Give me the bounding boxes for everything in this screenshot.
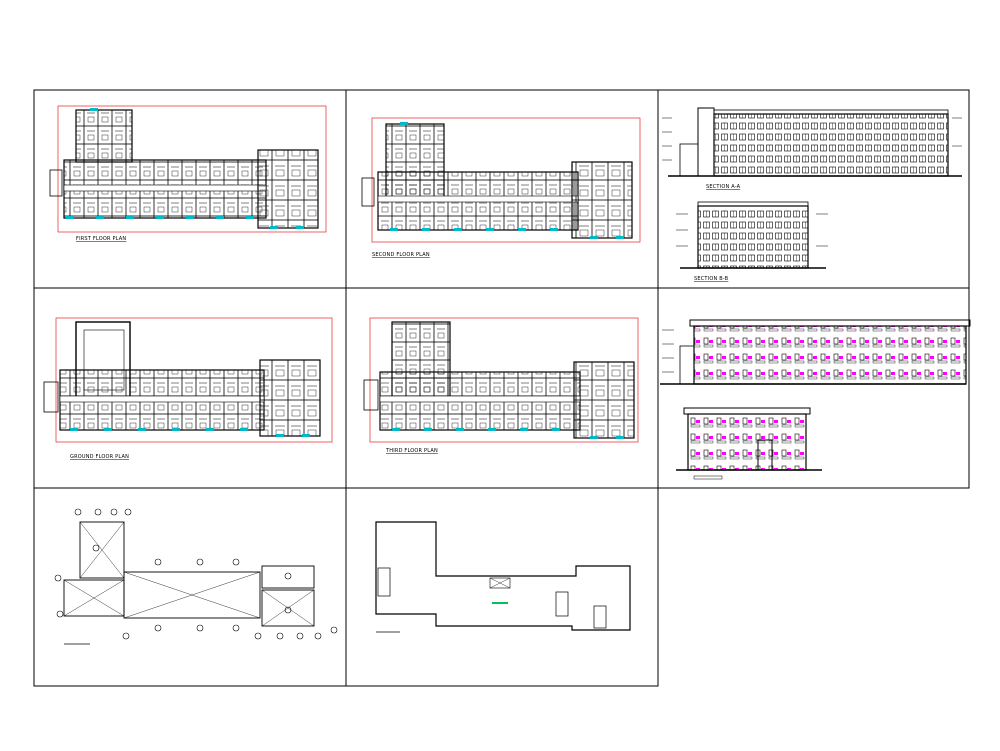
- first-floor-plan: FIRST FLOOR PLAN: [49, 105, 327, 242]
- second-floor-plan-label: SECOND FLOOR PLAN: [372, 252, 430, 258]
- front-elevation: [660, 319, 971, 385]
- roof-plan: [375, 521, 631, 633]
- section-b-elevation: SECTION B-B: [676, 201, 828, 282]
- section-a-elevation: SECTION A-A: [662, 107, 962, 190]
- ground-floor-plan: GROUND FLOOR PLAN: [43, 317, 333, 460]
- third-floor-plan-label: THIRD FLOOR PLAN: [385, 448, 438, 454]
- side-elevation: [676, 407, 822, 480]
- first-floor-plan-label: FIRST FLOOR PLAN: [76, 236, 126, 242]
- column-layout-plan: [54, 508, 338, 645]
- third-floor-plan: THIRD FLOOR PLAN: [363, 317, 639, 454]
- panel-grid: [33, 89, 970, 687]
- second-floor-plan: SECOND FLOOR PLAN: [361, 117, 641, 258]
- ground-floor-plan-label: GROUND FLOOR PLAN: [70, 454, 129, 460]
- section-a-label: SECTION A-A: [706, 184, 741, 190]
- section-b-label: SECTION B-B: [694, 276, 729, 282]
